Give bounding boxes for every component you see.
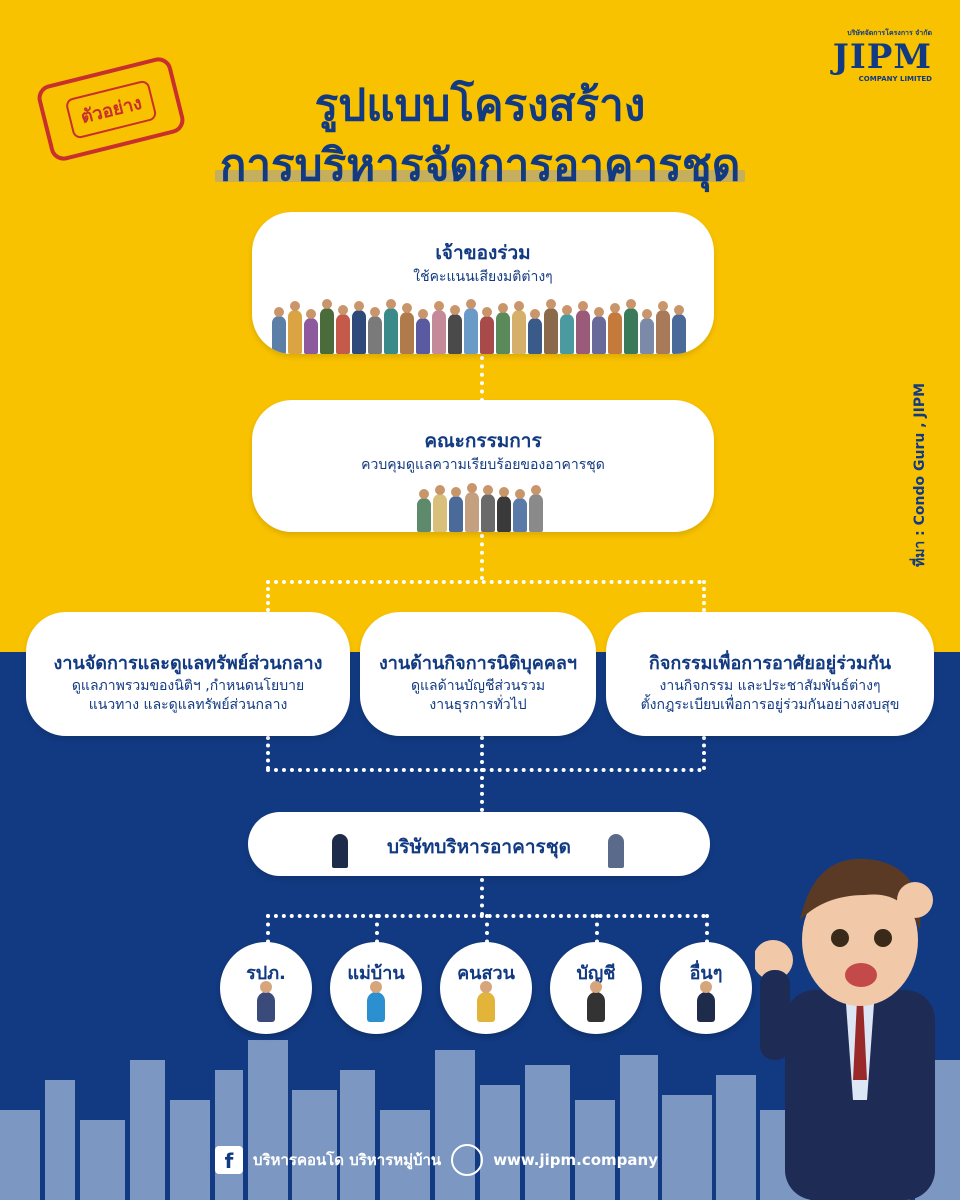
staff-label: บัญชี [576,963,616,984]
source-credit: ที่มา : Condo Guru , JIPM [900,370,940,580]
committee-subtitle: ควบคุมดูแลความเรียบร้อยของอาคารชุด [361,457,605,473]
staff-security: รปภ. [220,942,312,1034]
staff-accounting: บัญชี [550,942,642,1034]
connector-right-down [702,580,706,612]
globe-icon [451,1144,484,1176]
function-desc: งานธุรการทั่วไป [429,697,527,713]
staff-housekeeper: แม่บ้าน [330,942,422,1034]
staff-label: อื่นๆ [689,963,723,984]
title-highlight [215,170,745,182]
connector-left-down [266,580,270,612]
page-title-line1: รูปแบบโครงสร้าง [314,80,646,131]
committee-illustration [417,483,557,532]
connector-staff-5 [705,914,709,952]
committee-title: คณะกรรมการ [424,430,542,452]
function-title: งานด้านกิจการนิติบุคคลฯ [378,653,578,674]
company-title: บริษัทบริหารอาคารชุด [387,836,571,858]
committee-card: คณะกรรมการ ควบคุมดูแลความเรียบร้อยของอาค… [252,400,714,532]
function-title: งานจัดการและดูแลทรัพย์ส่วนกลาง [53,653,323,674]
company-card: บริษัทบริหารอาคารชุด [248,812,710,876]
function-card-juristic: งานด้านกิจการนิติบุคคลฯ ดูแลด้านบัญชีส่ว… [360,612,596,736]
connector-right-up [702,736,706,770]
connector-staff-1 [266,914,270,952]
security-guard-icon [257,981,275,1022]
function-desc: งานกิจกรรม และประชาสัมพันธ์ต่างๆ [659,678,881,694]
source-text: ที่มา : Condo Guru , JIPM [912,382,928,568]
businessman-icon [697,981,715,1022]
function-card-common-property: งานจัดการและดูแลทรัพย์ส่วนกลาง ดูแลภาพรว… [26,612,350,736]
mascot-illustration [755,858,935,1200]
gardener-icon [477,981,495,1022]
staff-label: รปภ. [246,963,286,984]
staff-others: อื่นๆ [660,942,752,1034]
housekeeper-icon [367,981,385,1022]
connector-owners-committee [480,356,484,402]
connector-staff-3 [485,914,489,952]
function-desc: ตั้งกฎระเบียบเพื่อการอยู่ร่วมกันอย่างสงบ… [640,697,900,713]
connector-top-branch [266,580,702,584]
connector-bottom-branch [266,768,702,772]
staff-label: แม่บ้าน [347,963,405,984]
function-card-community: กิจกรรมเพื่อการอาศัยอยู่ร่วมกัน งานกิจกร… [606,612,934,736]
function-desc: แนวทาง และดูแลทรัพย์ส่วนกลาง [88,697,288,713]
manager-female-icon [608,834,624,868]
connector-staff-4 [595,914,599,952]
connector-left-up [266,736,270,770]
owners-subtitle: ใช้คะแนนเสียงมติต่างๆ [413,269,553,285]
function-desc: ดูแลภาพรวมของนิติฯ ,กำหนดนโยบาย [71,678,305,694]
manager-male-icon [332,834,348,868]
owners-card: เจ้าของร่วม ใช้คะแนนเสียงมติต่างๆ [252,212,714,354]
page-title-line2: การบริหารจัดการอาคารชุด [219,140,741,191]
logo-subtitle-en: COMPANY LIMITED [858,75,932,83]
website-link[interactable]: www.jipm.company [493,1151,658,1169]
logo-mark: JIPM [832,37,932,77]
connector-company-staff [480,878,484,916]
owners-title: เจ้าของร่วม [435,242,531,264]
function-title: กิจกรรมเพื่อการอาศัยอยู่ร่วมกัน [648,653,892,674]
crowd-illustration [272,299,702,354]
connector-staff-2 [375,914,379,952]
footer: f บริหารคอนโด บริหารหมู่บ้าน www.jipm.co… [215,1144,658,1176]
staff-gardener: คนสวน [440,942,532,1034]
company-logo: บริษัทจัดการโครงการ จำกัด JIPM COMPANY L… [833,28,932,83]
accountant-icon [587,981,605,1022]
logo-subtitle-th: บริษัทจัดการโครงการ จำกัด [847,29,932,37]
connector-committee-functions [480,534,484,580]
facebook-page-link[interactable]: บริหารคอนโด บริหารหมู่บ้าน [253,1151,442,1169]
connector-functions-company [480,736,484,812]
staff-label: คนสวน [457,963,515,984]
function-desc: ดูแลด้านบัญชีส่วนรวม [410,678,546,694]
facebook-icon: f [215,1146,243,1174]
